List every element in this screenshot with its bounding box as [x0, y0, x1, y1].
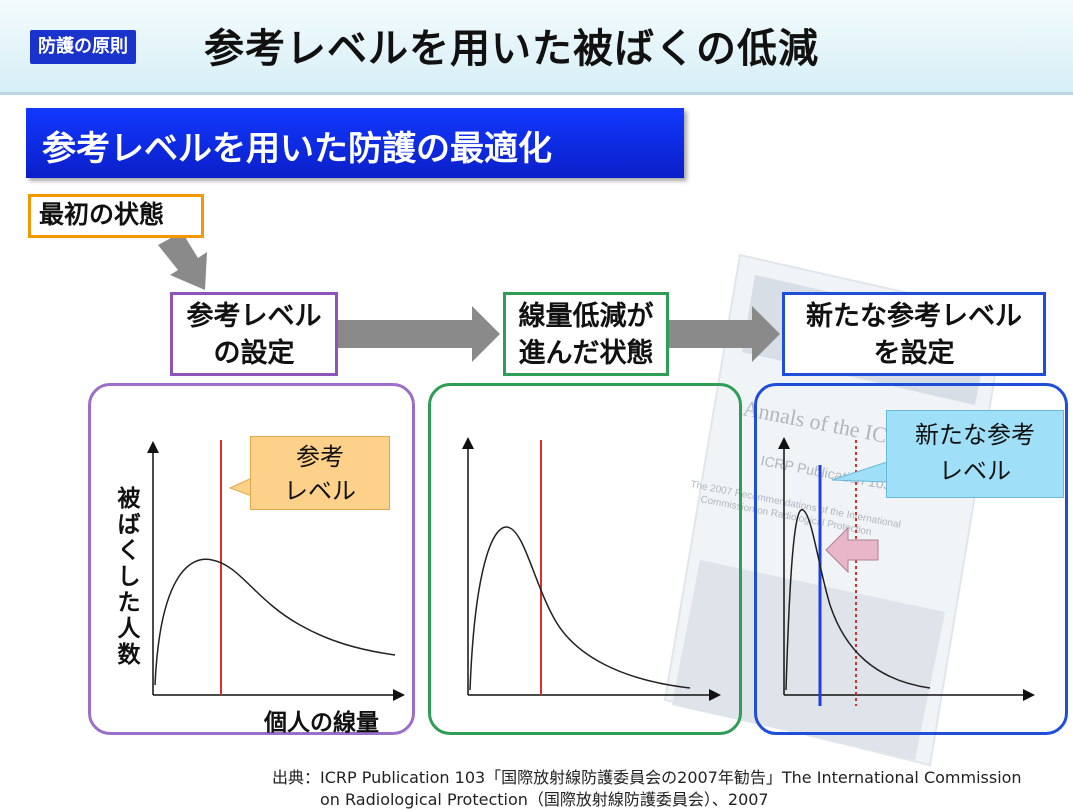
flow-arrows [158, 232, 780, 362]
new-reference-level-callout: 新たな参考 レベル [886, 410, 1064, 498]
x-axis-label: 個人の線量 [264, 710, 379, 736]
arrow-initial-to-stage1 [158, 232, 207, 290]
graph1-distribution-curve [154, 558, 396, 686]
callout3-line-1: 新たな参考 [915, 421, 1035, 449]
graph2-distribution-curve [469, 526, 691, 691]
subtitle-text: 参考レベルを用いた防護の最適化 [42, 129, 552, 169]
panel-stage3 [754, 383, 1068, 735]
y-axis-char: 人 [117, 616, 141, 642]
stage3-line-1: 新たな参考レベル [806, 301, 1022, 332]
stage2-box: 線量低減が 進んだ状態 [503, 292, 669, 376]
stage2-line-2: 進んだ状態 [518, 338, 654, 369]
reference-level-callout: 参考 レベル [250, 436, 390, 510]
graph-2 [462, 437, 721, 701]
arrow-stage1-to-stage2 [338, 306, 500, 362]
y-axis-char: ば [117, 512, 141, 538]
source-citation-line-1: 出典：ICRP Publication 103「国際放射線防護委員会の2007年… [272, 768, 1022, 787]
stage3-line-2: を設定 [873, 338, 955, 369]
stage1-line-1: 参考レベル [186, 301, 322, 332]
y-axis-char: 数 [117, 642, 141, 668]
graph-1 [147, 440, 405, 701]
header-bar: 防護の原則 参考レベルを用いた被ばくの低減 [0, 0, 1073, 95]
y-axis-label: 被 ば く し た 人 数 [114, 486, 144, 668]
panel-stage2 [428, 383, 742, 735]
stage2-line-1: 線量低減が [518, 301, 654, 332]
y-axis-char: た [117, 590, 141, 616]
graph-3 [778, 437, 1035, 706]
callout1-line-1: 参考 [296, 443, 344, 471]
y-axis-char: し [117, 564, 141, 590]
y-axis-char: 被 [117, 486, 141, 512]
arrow-stage2-to-stage3 [669, 306, 780, 362]
page-title: 参考レベルを用いた被ばくの低減 [204, 26, 819, 72]
callout3-line-2: レベル [939, 457, 1011, 485]
stage3-box: 新たな参考レベル を設定 [782, 292, 1046, 376]
stage1-box: 参考レベル の設定 [170, 292, 338, 376]
y-axis-char: く [117, 538, 141, 564]
callout1-line-2: レベル [284, 477, 356, 505]
initial-state-box: 最初の状態 [28, 194, 204, 238]
graph3-distribution-curve [785, 509, 931, 691]
shift-left-arrow [825, 526, 879, 574]
stage1-line-2: の設定 [213, 338, 295, 369]
panel-stage1 [88, 383, 415, 735]
section-badge: 防護の原則 [30, 30, 136, 64]
subtitle-banner: 参考レベルを用いた防護の最適化 [26, 108, 684, 178]
source-citation-line-2: on Radiological Protection（国際放射線防護委員会）、2… [320, 790, 769, 809]
